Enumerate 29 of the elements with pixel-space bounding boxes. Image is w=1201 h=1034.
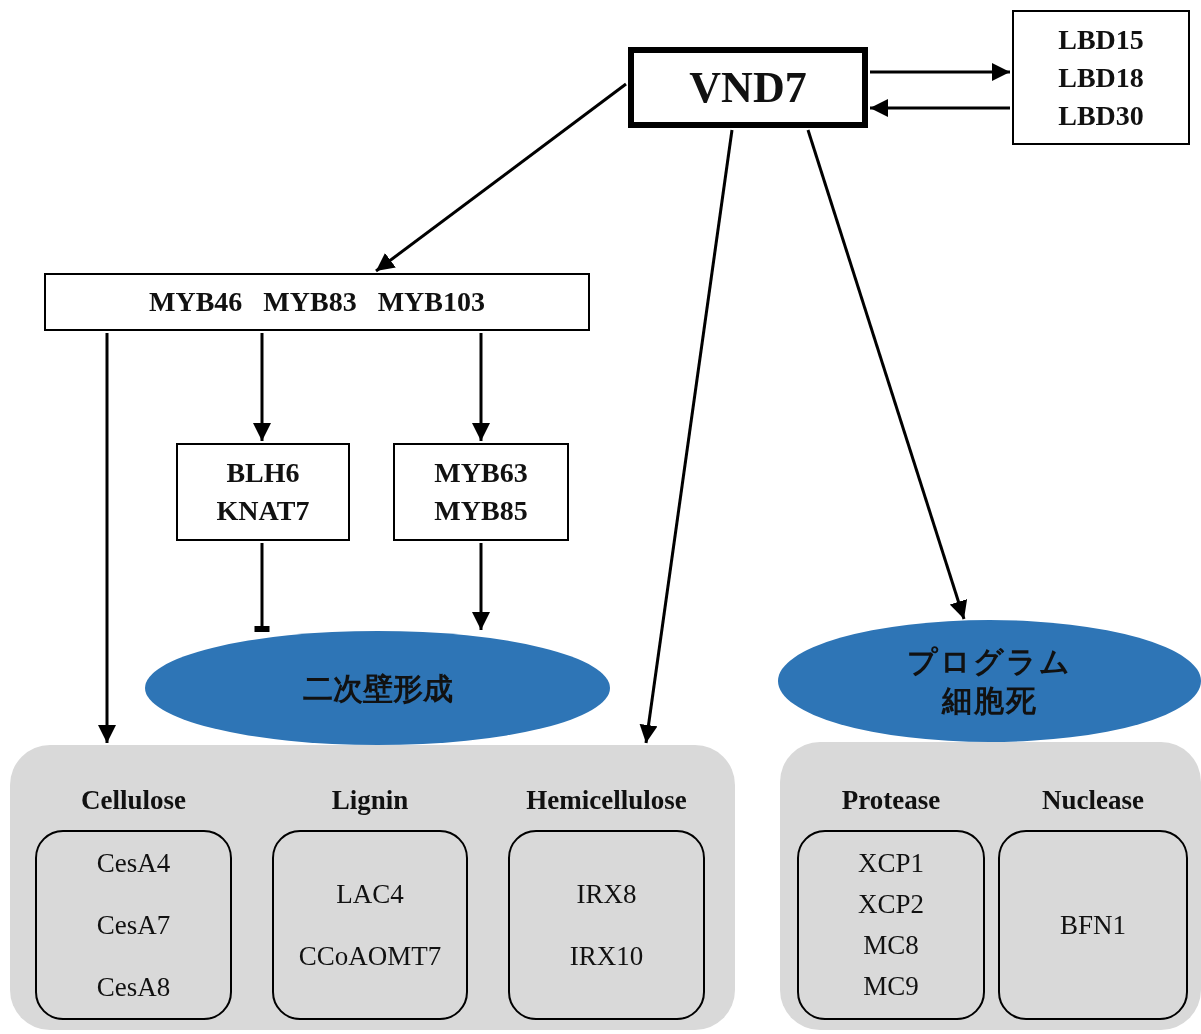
arrow — [472, 543, 490, 630]
arrow — [806, 129, 968, 620]
box-heading: Hemicellulose — [526, 785, 687, 817]
box-heading: Lignin — [331, 785, 409, 817]
process-ellipse: 二次壁形成 — [145, 631, 610, 745]
arrow — [98, 333, 116, 743]
gene-box: BFN1 — [998, 830, 1188, 1020]
gene-box: VND7 — [628, 47, 868, 128]
gene-box: LBD15 LBD18 LBD30 — [1012, 10, 1190, 145]
arrow — [472, 333, 490, 441]
box-heading: Protease — [841, 785, 941, 817]
gene-box: MYB46 MYB83 MYB103 — [44, 273, 590, 331]
arrow — [870, 99, 1010, 117]
gene-box: BLH6 KNAT7 — [176, 443, 350, 541]
panel-background — [780, 742, 1201, 1030]
gene-box: CesA4 CesA7 CesA8 — [35, 830, 232, 1020]
box-heading: Cellulose — [81, 785, 186, 817]
arrow — [639, 129, 734, 744]
gene-box: IRX8 IRX10 — [508, 830, 705, 1020]
panel-background — [10, 745, 735, 1030]
arrow — [253, 333, 271, 441]
gene-box: XCP1 XCP2 MC8 MC9 — [797, 830, 985, 1020]
process-ellipse: プログラム細胞死 — [778, 620, 1201, 742]
box-heading: Nuclease — [1042, 785, 1144, 817]
gene-box: LAC4 CCoAOMT7 — [272, 830, 468, 1020]
inhibition-line — [254, 543, 270, 632]
arrow — [870, 63, 1010, 81]
arrow — [375, 82, 627, 273]
gene-box: MYB63 MYB85 — [393, 443, 569, 541]
